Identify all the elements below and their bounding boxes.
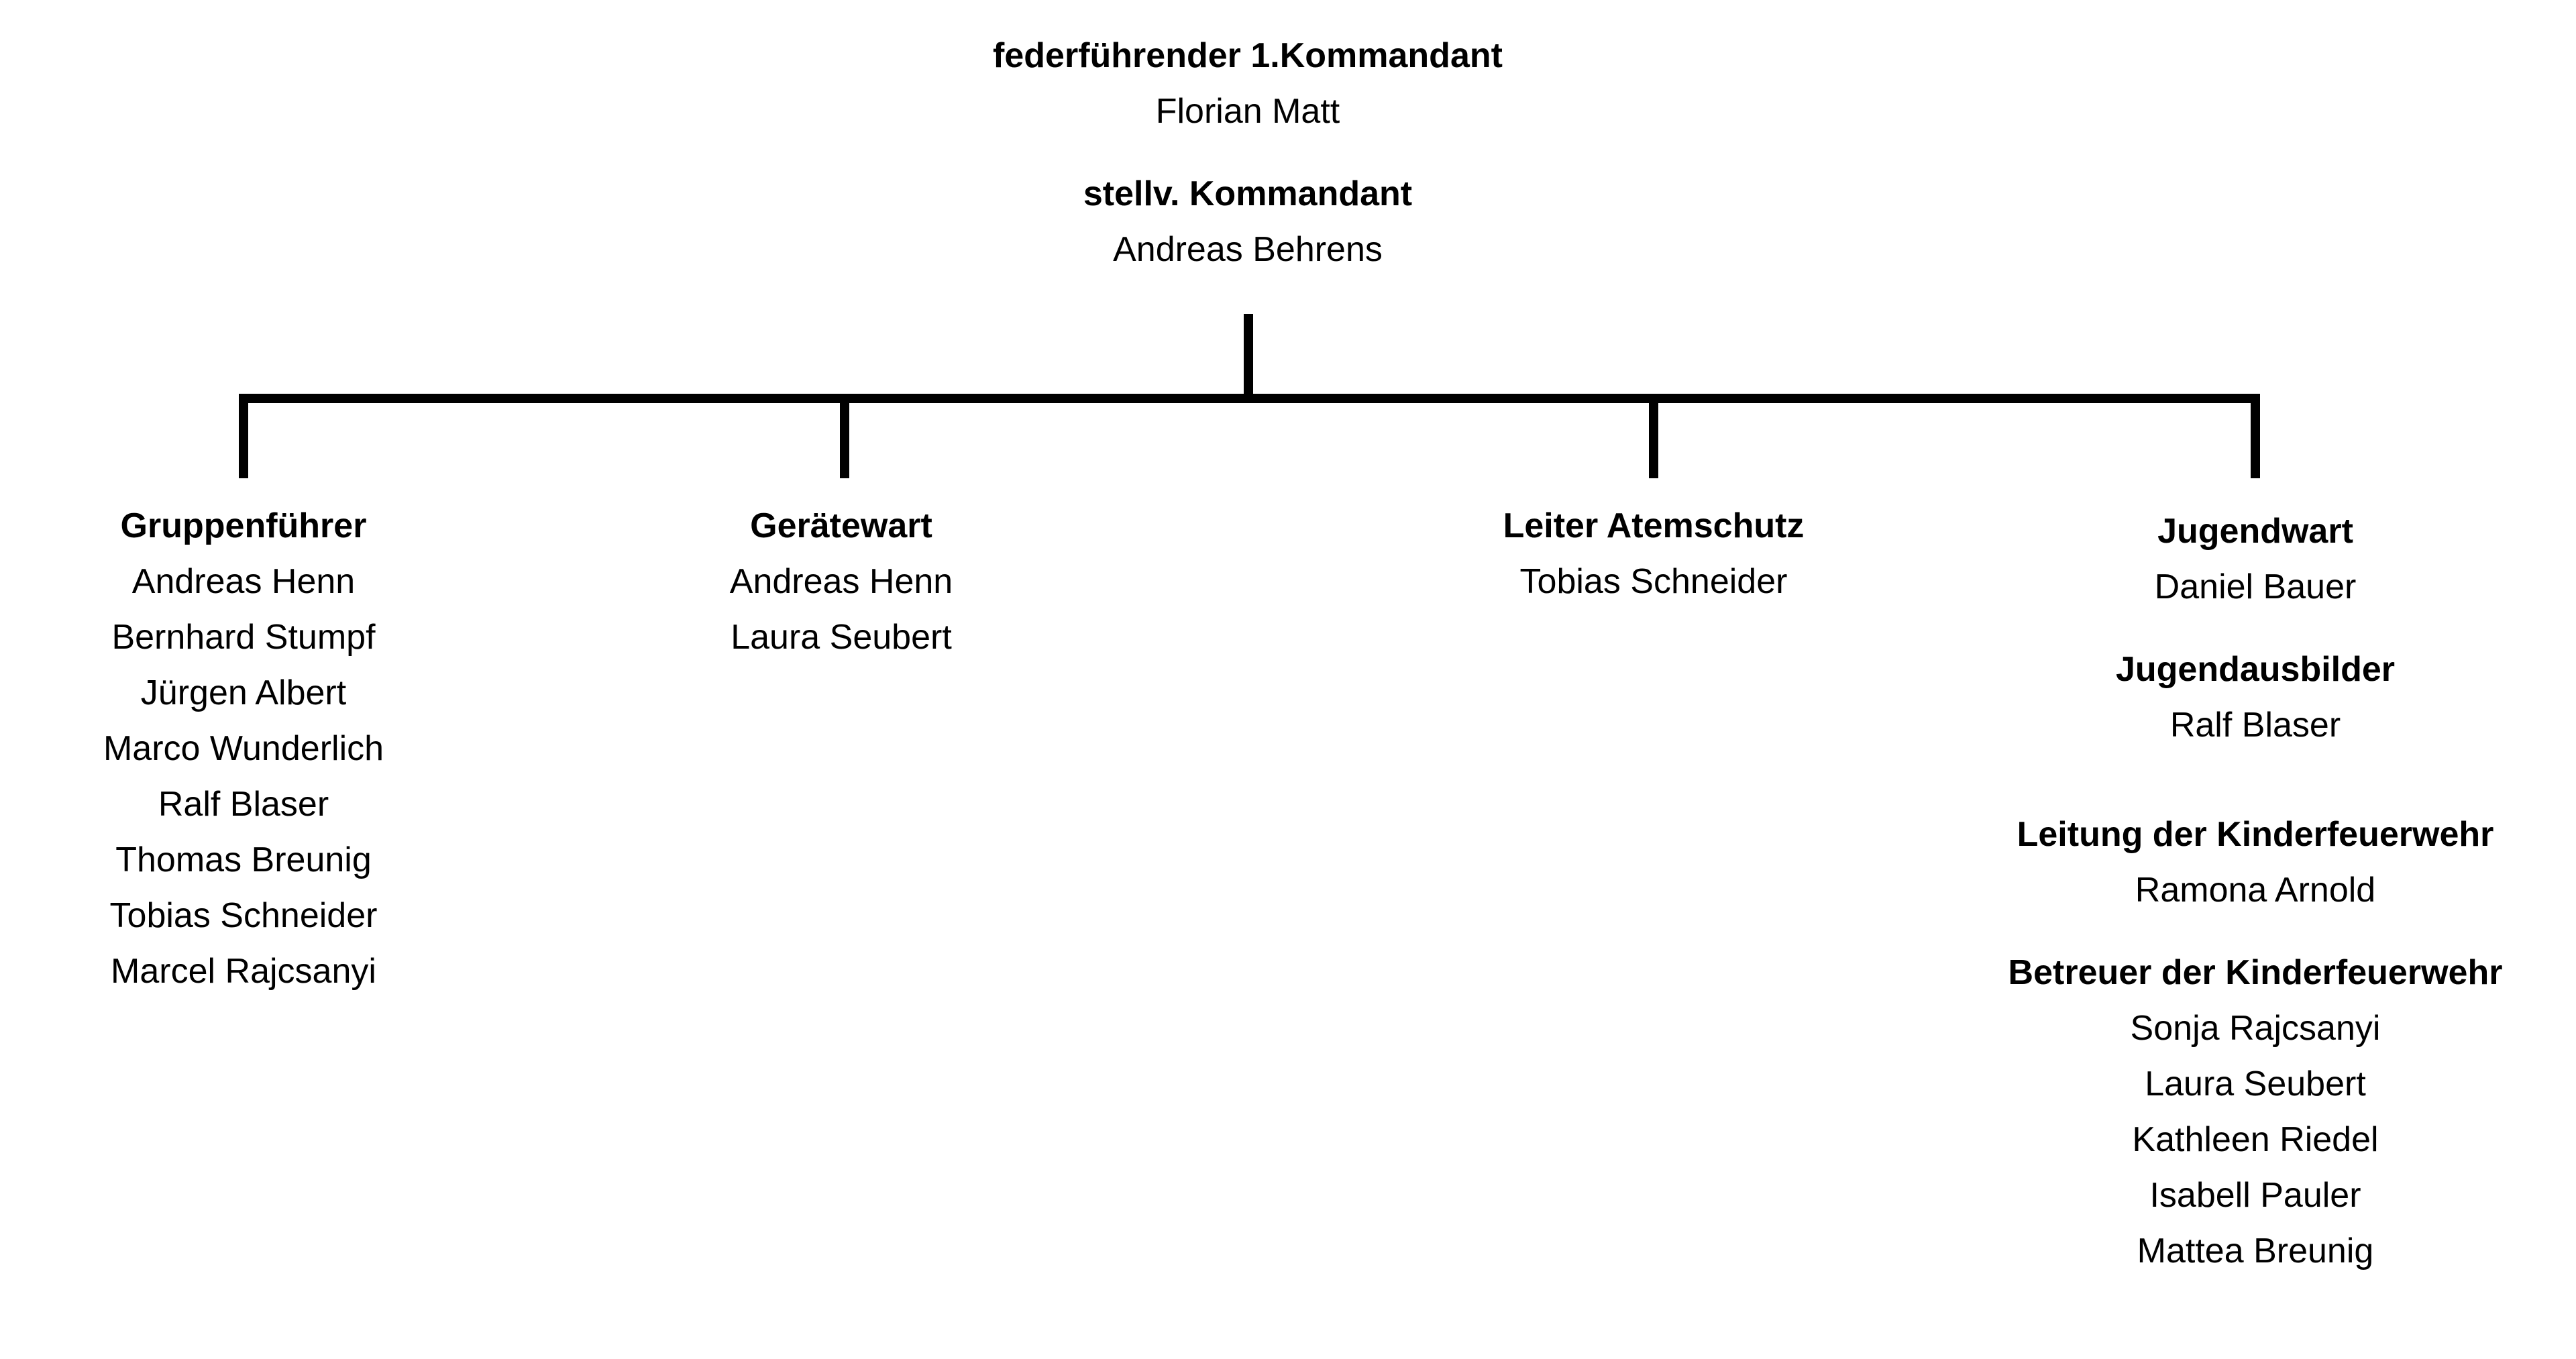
leitung-kinderfeuerwehr-role: Leitung der Kinderfeuerwehr (2017, 815, 2494, 854)
branch-geraetewart: Gerätewart Andreas Henn Laura Seubert (730, 498, 953, 665)
member-name: Thomas Breunig (115, 840, 372, 879)
member-name: Kathleen Riedel (2132, 1120, 2379, 1159)
drop-line-branch-3 (1649, 394, 1658, 478)
betreuer-kinderfeuerwehr-role: Betreuer der Kinderfeuerwehr (2008, 953, 2503, 992)
betreuer-kinderfeuerwehr-section: Betreuer der Kinderfeuerwehr Sonja Rajcs… (2008, 945, 2503, 1279)
horizontal-bar-line (239, 394, 2260, 403)
member-name: Marcel Rajcsanyi (111, 952, 376, 991)
jugendausbilder-section: Jugendausbilder Ralf Blaser (2008, 642, 2503, 753)
member-name: Jürgen Albert (140, 673, 347, 712)
drop-line-branch-4 (2251, 394, 2260, 478)
commander-role: federführender 1.Kommandant (993, 36, 1503, 75)
gruppenfuehrer-section: Gruppenführer Andreas Henn Bernhard Stum… (103, 498, 384, 999)
jugendwart-section: Jugendwart Daniel Bauer (2008, 504, 2503, 615)
top-leadership: federführender 1.Kommandant Florian Matt… (993, 28, 1503, 278)
geraetewart-role: Gerätewart (750, 506, 932, 545)
member-name: Mattea Breunig (2137, 1232, 2374, 1270)
drop-line-branch-2 (840, 394, 849, 478)
member-name: Ralf Blaser (158, 785, 329, 824)
branch-gruppenfuehrer: Gruppenführer Andreas Henn Bernhard Stum… (103, 498, 384, 999)
commander-name: Florian Matt (1155, 92, 1340, 131)
jugendausbilder-role: Jugendausbilder (2115, 650, 2396, 689)
drop-line-branch-1 (239, 394, 248, 478)
member-name: Marco Wunderlich (103, 729, 384, 768)
member-name: Bernhard Stumpf (111, 618, 376, 657)
member-name: Andreas Henn (131, 562, 356, 601)
leiter-atemschutz-section: Leiter Atemschutz Tobias Schneider (1503, 498, 1805, 610)
member-name: Laura Seubert (731, 618, 952, 657)
commander-section: federführender 1.Kommandant Florian Matt (993, 28, 1503, 140)
geraetewart-section: Gerätewart Andreas Henn Laura Seubert (730, 498, 953, 665)
branch-leiter-atemschutz: Leiter Atemschutz Tobias Schneider (1503, 498, 1805, 610)
gruppenfuehrer-role: Gruppenführer (120, 506, 367, 545)
jugendwart-role: Jugendwart (2157, 512, 2353, 551)
member-name: Andreas Henn (729, 562, 953, 601)
deputy-section: stellv. Kommandant Andreas Behrens (993, 166, 1503, 278)
member-name: Ralf Blaser (2169, 706, 2341, 745)
member-name: Ramona Arnold (2135, 871, 2376, 910)
member-name: Tobias Schneider (109, 896, 378, 935)
leiter-atemschutz-role: Leiter Atemschutz (1503, 506, 1805, 545)
member-name: Tobias Schneider (1519, 562, 1788, 601)
member-name: Daniel Bauer (2154, 567, 2357, 606)
deputy-name: Andreas Behrens (1113, 230, 1383, 269)
member-name: Isabell Pauler (2149, 1176, 2361, 1215)
trunk-line (1244, 314, 1253, 398)
branch-jugend: Jugendwart Daniel Bauer Jugendausbilder … (2008, 504, 2503, 1279)
member-name: Sonja Rajcsanyi (2130, 1009, 2381, 1048)
leitung-kinderfeuerwehr-section: Leitung der Kinderfeuerwehr Ramona Arnol… (2008, 807, 2503, 918)
deputy-role: stellv. Kommandant (1083, 174, 1413, 213)
member-name: Laura Seubert (2145, 1065, 2366, 1103)
